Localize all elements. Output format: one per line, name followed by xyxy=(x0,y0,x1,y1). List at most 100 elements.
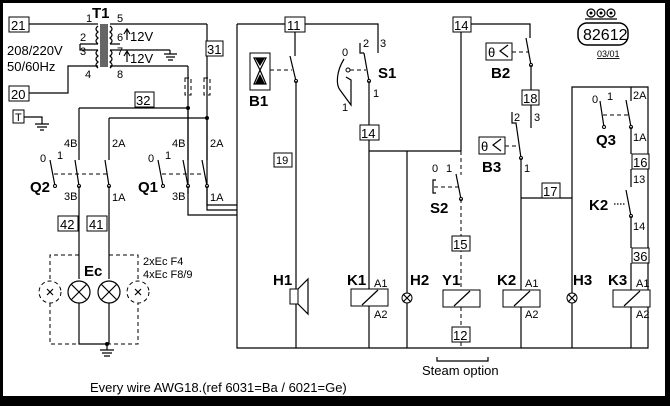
lamp-icon xyxy=(97,280,121,304)
svg-text:1: 1 xyxy=(57,150,63,162)
horn-h1: H1 xyxy=(273,272,309,316)
svg-text:A2: A2 xyxy=(374,309,387,321)
terminal-16: 16 xyxy=(631,153,650,170)
svg-text:1: 1 xyxy=(524,163,530,175)
svg-text:2: 2 xyxy=(514,112,520,124)
svg-text:15: 15 xyxy=(453,237,467,252)
switch-s2[interactable]: 0 1 S2 xyxy=(430,163,463,217)
input-voltage: 208/220V xyxy=(7,43,63,58)
svg-text:11: 11 xyxy=(287,18,301,33)
svg-text:41: 41 xyxy=(89,217,103,232)
svg-text:Q1: Q1 xyxy=(138,179,158,196)
terminal-14: 14 xyxy=(359,124,380,141)
svg-text:A1: A1 xyxy=(525,278,538,290)
svg-text:32: 32 xyxy=(136,93,150,108)
lamp-icon xyxy=(67,280,91,304)
svg-text:2: 2 xyxy=(80,32,86,44)
wire-note: Every wire AWG18.(ref 6031=Ba / 6021=Ge) xyxy=(90,380,347,395)
relay-k1: K1 A1 A2 xyxy=(347,272,389,321)
svg-text:0: 0 xyxy=(592,94,598,106)
lamp-h2: H2 xyxy=(401,272,429,304)
switch-q2[interactable]: 4B 2A 0 1 Q2 3B 1A xyxy=(30,108,126,204)
svg-text:1A: 1A xyxy=(633,132,647,144)
svg-text:3: 3 xyxy=(80,46,86,58)
svg-text:T1: T1 xyxy=(92,5,110,22)
svg-text:K1: K1 xyxy=(347,272,366,289)
svg-text:3: 3 xyxy=(534,112,540,124)
revision-date: 03/01 xyxy=(597,49,620,59)
svg-text:7: 7 xyxy=(117,46,123,58)
svg-text:6: 6 xyxy=(117,32,123,44)
sensor-b2: θ B2 xyxy=(485,42,513,82)
terminal-15: 15 xyxy=(451,235,471,252)
sensor-b3: 2 θ B3 1 xyxy=(478,112,530,176)
lamp-h3: H3 xyxy=(566,272,592,304)
svg-text:B2: B2 xyxy=(491,65,510,82)
terminal-14b: 14 xyxy=(452,16,472,33)
relay-k3: K3 A1 A2 xyxy=(608,272,651,321)
svg-text:17: 17 xyxy=(543,184,557,199)
svg-text:T: T xyxy=(15,112,22,124)
svg-text:1: 1 xyxy=(86,13,92,25)
timer-b1: B1 xyxy=(249,52,271,110)
terminal-41: 41 xyxy=(86,215,108,232)
svg-text:θ: θ xyxy=(488,45,495,60)
svg-text:3B: 3B xyxy=(172,191,185,203)
svg-text:31: 31 xyxy=(207,42,221,57)
svg-text:8: 8 xyxy=(117,69,123,81)
svg-text:3: 3 xyxy=(380,38,386,50)
svg-text:4B: 4B xyxy=(172,138,185,150)
terminal-20: 20 xyxy=(8,85,30,102)
heating-elements: Ec 2xEc F4 4xEc F8/9 xyxy=(38,254,193,357)
svg-text:K2: K2 xyxy=(497,272,516,289)
wiring-diagram: 21 20 208/220V 50/60Hz T1 1 2 3 4 5 6 7 … xyxy=(7,5,651,395)
svg-text:5: 5 xyxy=(117,13,123,25)
svg-text:16: 16 xyxy=(633,155,647,170)
svg-text:S2: S2 xyxy=(430,200,448,217)
svg-text:H2: H2 xyxy=(410,272,429,289)
terminal-36: 36 xyxy=(631,247,650,264)
svg-text:3B: 3B xyxy=(64,191,77,203)
switch-s1[interactable]: 0 2 3 1 1 S1 xyxy=(336,38,396,114)
svg-text:Ec: Ec xyxy=(84,263,102,280)
svg-text:42: 42 xyxy=(60,217,74,232)
svg-text:4xEc F8/9: 4xEc F8/9 xyxy=(143,269,193,281)
switch-q1[interactable]: 4B 2A 0 1 Q1 3B 1A xyxy=(138,108,224,204)
svg-text:4: 4 xyxy=(85,69,91,81)
svg-text:14: 14 xyxy=(361,126,375,141)
svg-text:K3: K3 xyxy=(608,272,627,289)
svg-text:H3: H3 xyxy=(573,272,592,289)
output-12v-2: 12V xyxy=(130,51,153,66)
svg-text:A2: A2 xyxy=(525,309,538,321)
svg-text:0: 0 xyxy=(342,47,348,59)
terminal-18: 18 xyxy=(521,89,540,106)
burner-icons xyxy=(585,8,617,20)
svg-text:4B: 4B xyxy=(64,138,77,150)
svg-text:2A: 2A xyxy=(210,138,224,150)
switch-q3[interactable]: 0 1 2A Q3 1A xyxy=(592,90,647,149)
svg-text:2xEc F4: 2xEc F4 xyxy=(143,256,183,268)
svg-text:Q2: Q2 xyxy=(30,179,50,196)
model-number: 82612 xyxy=(583,27,628,44)
title-block: 82612 03/01 xyxy=(577,8,629,59)
svg-text:Y1: Y1 xyxy=(442,272,460,289)
svg-text:1: 1 xyxy=(446,163,452,175)
svg-text:1A: 1A xyxy=(112,192,126,204)
svg-text:12: 12 xyxy=(453,328,467,343)
svg-text:B3: B3 xyxy=(482,159,501,176)
ground-icon xyxy=(164,50,177,61)
svg-text:A1: A1 xyxy=(374,278,387,290)
steam-option-label: Steam option xyxy=(422,363,499,378)
svg-text:0: 0 xyxy=(432,163,438,175)
svg-text:0: 0 xyxy=(148,153,154,165)
svg-text:2A: 2A xyxy=(633,90,647,102)
terminal-17: 17 xyxy=(541,182,561,199)
terminal-11: 11 xyxy=(284,16,306,33)
output-12v-1: 12V xyxy=(130,29,153,44)
svg-text:18: 18 xyxy=(523,91,537,106)
terminal-19: 19 xyxy=(273,152,293,168)
svg-text:19: 19 xyxy=(276,155,288,167)
svg-text:2: 2 xyxy=(363,38,369,50)
terminal-t: T xyxy=(12,109,25,124)
svg-text:Q3: Q3 xyxy=(596,132,616,149)
